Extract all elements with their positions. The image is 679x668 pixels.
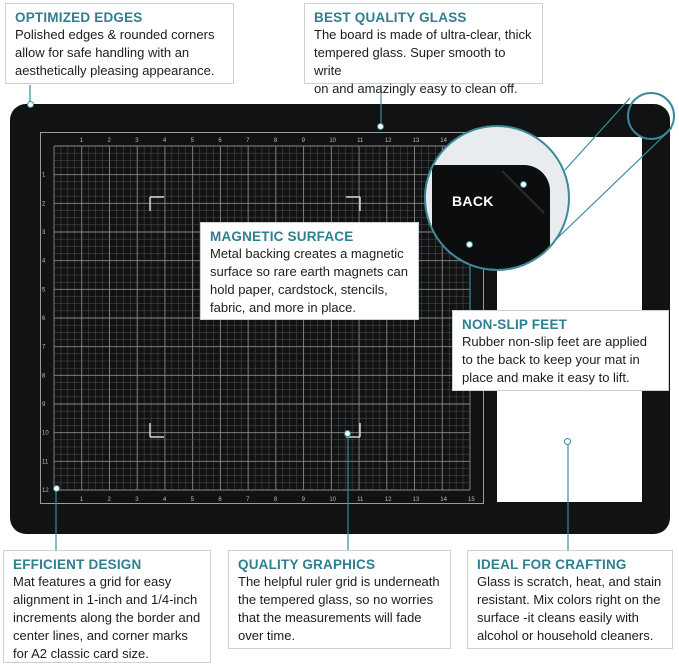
ruler-tick-label: 4 (163, 497, 167, 503)
ruler-tick-label: 7 (246, 138, 250, 144)
dot-edge (27, 101, 34, 108)
ruler-tick-label: 3 (42, 230, 46, 236)
callout-title: BEST QUALITY GLASS (314, 10, 467, 25)
rubber-foot (432, 165, 550, 269)
callout-line: center lines, and corner marks (13, 628, 188, 643)
callout-line: increments along the border and (13, 610, 201, 625)
dot-graphics (344, 430, 351, 437)
dot-glass (377, 123, 384, 130)
ruler-tick-label: 5 (191, 497, 195, 503)
callout-efficient-design: EFFICIENT DESIGN Mat features a grid for… (3, 550, 211, 663)
ruler-tick-label: 10 (329, 138, 336, 144)
ruler-tick-label: 10 (329, 497, 336, 503)
ruler-tick-label: 10 (42, 431, 49, 437)
ruler-tick-label: 9 (42, 402, 46, 408)
callout-line: that the measurements will fade (238, 610, 422, 625)
callout-line: fabric, and more in place. (210, 300, 356, 315)
ruler-tick-label: 14 (440, 497, 447, 503)
callout-line: The board is made of ultra-clear, thick (314, 27, 532, 42)
ruler-tick-label: 11 (357, 138, 364, 144)
ruler-tick-label: 9 (302, 497, 306, 503)
callout-line: Glass is scratch, heat, and stain (477, 574, 662, 589)
callout-line: Metal backing creates a magnetic (210, 246, 404, 261)
ruler-tick-label: 2 (107, 497, 111, 503)
ruler-tick-label: 6 (42, 316, 46, 322)
ruler-tick-label: 4 (163, 138, 167, 144)
callout-line: allow for safe handling with an (15, 45, 190, 60)
callout-optimized-edges: OPTIMIZED EDGES Polished edges & rounded… (5, 3, 234, 84)
callout-line: alignment in 1-inch and 1/4-inch (13, 592, 198, 607)
callout-title: OPTIMIZED EDGES (15, 10, 143, 25)
callout-title: EFFICIENT DESIGN (13, 557, 142, 572)
ruler-tick-label: 1 (80, 497, 84, 503)
callout-line: Rubber non-slip feet are applied (462, 334, 648, 349)
ruler-tick-label: 3 (135, 138, 139, 144)
dot-corner (520, 181, 527, 188)
corner-magnifier-small (627, 92, 675, 140)
callout-line: alcohol or household cleaners. (477, 628, 654, 643)
ruler-tick-label: 7 (42, 345, 46, 351)
ruler-tick-label: 9 (302, 138, 306, 144)
ruler-tick-label: 7 (246, 497, 250, 503)
callout-ideal-for-crafting: IDEAL FOR CRAFTING Glass is scratch, hea… (467, 550, 673, 649)
ruler-tick-label: 13 (413, 497, 420, 503)
ruler-tick-label: 2 (107, 138, 111, 144)
callout-line: Polished edges & rounded corners (15, 27, 215, 42)
ruler-tick-label: 12 (385, 497, 392, 503)
ruler-tick-label: 13 (413, 138, 420, 144)
callout-line: Mat features a grid for easy (13, 574, 172, 589)
ruler-tick-label: 4 (42, 259, 46, 265)
callout-line: aesthetically pleasing appearance. (15, 63, 215, 78)
callout-line: place and make it easy to lift. (462, 370, 630, 385)
callout-line: for A2 classic card size. (13, 646, 149, 661)
ruler-tick-label: 12 (385, 138, 392, 144)
back-foot-magnifier: BACK (424, 125, 570, 271)
ruler-tick-label: 2 (42, 201, 46, 207)
ruler-tick-label: 11 (42, 459, 49, 465)
callout-line: resistant. Mix colors right on the (477, 592, 661, 607)
ruler-tick-label: 1 (80, 138, 84, 144)
callout-non-slip-feet: NON-SLIP FEET Rubber non-slip feet are a… (452, 310, 669, 391)
dot-magnetic (466, 241, 473, 248)
callout-line: hold paper, cardstock, stencils, (210, 282, 388, 297)
callout-line: The helpful ruler grid is underneath (238, 574, 440, 589)
ruler-tick-label: 3 (135, 497, 139, 503)
ruler-tick-label: 11 (357, 497, 364, 503)
callout-line: on and amazingly easy to clean off. (314, 81, 518, 96)
ruler-tick-label: 8 (274, 138, 278, 144)
ruler-tick-label: 5 (191, 138, 195, 144)
ruler-tick-label: 8 (42, 373, 46, 379)
ruler-tick-label: 6 (218, 138, 222, 144)
ruler-tick-label: 15 (468, 497, 475, 503)
callout-line: to the back to keep your mat in (462, 352, 640, 367)
dot-crafting (564, 438, 571, 445)
callout-quality-graphics: QUALITY GRAPHICS The helpful ruler grid … (228, 550, 451, 649)
callout-best-quality-glass: BEST QUALITY GLASS The board is made of … (304, 3, 543, 96)
callout-line: surface -it cleans easily with (477, 610, 639, 625)
ruler-tick-label: 5 (42, 287, 46, 293)
callout-line: the tempered glass, so no worries (238, 592, 434, 607)
callout-line: tempered glass. Super smooth to write (314, 45, 506, 78)
callout-title: NON-SLIP FEET (462, 317, 568, 332)
ruler-tick-label: 8 (274, 497, 278, 503)
dot-efficient (53, 485, 60, 492)
callout-title: IDEAL FOR CRAFTING (477, 557, 627, 572)
ruler-tick-label: 6 (218, 497, 222, 503)
back-label: BACK (452, 193, 494, 209)
ruler-tick-label: 14 (440, 138, 447, 144)
ruler-tick-label: 12 (42, 488, 49, 494)
callout-line: over time. (238, 628, 296, 643)
ruler-tick-label: 1 (42, 173, 46, 179)
callout-title: QUALITY GRAPHICS (238, 557, 376, 572)
callout-title: MAGNETIC SURFACE (210, 229, 354, 244)
callout-line: surface so rare earth magnets can (210, 264, 408, 279)
callout-magnetic-surface: MAGNETIC SURFACE Metal backing creates a… (200, 222, 419, 320)
